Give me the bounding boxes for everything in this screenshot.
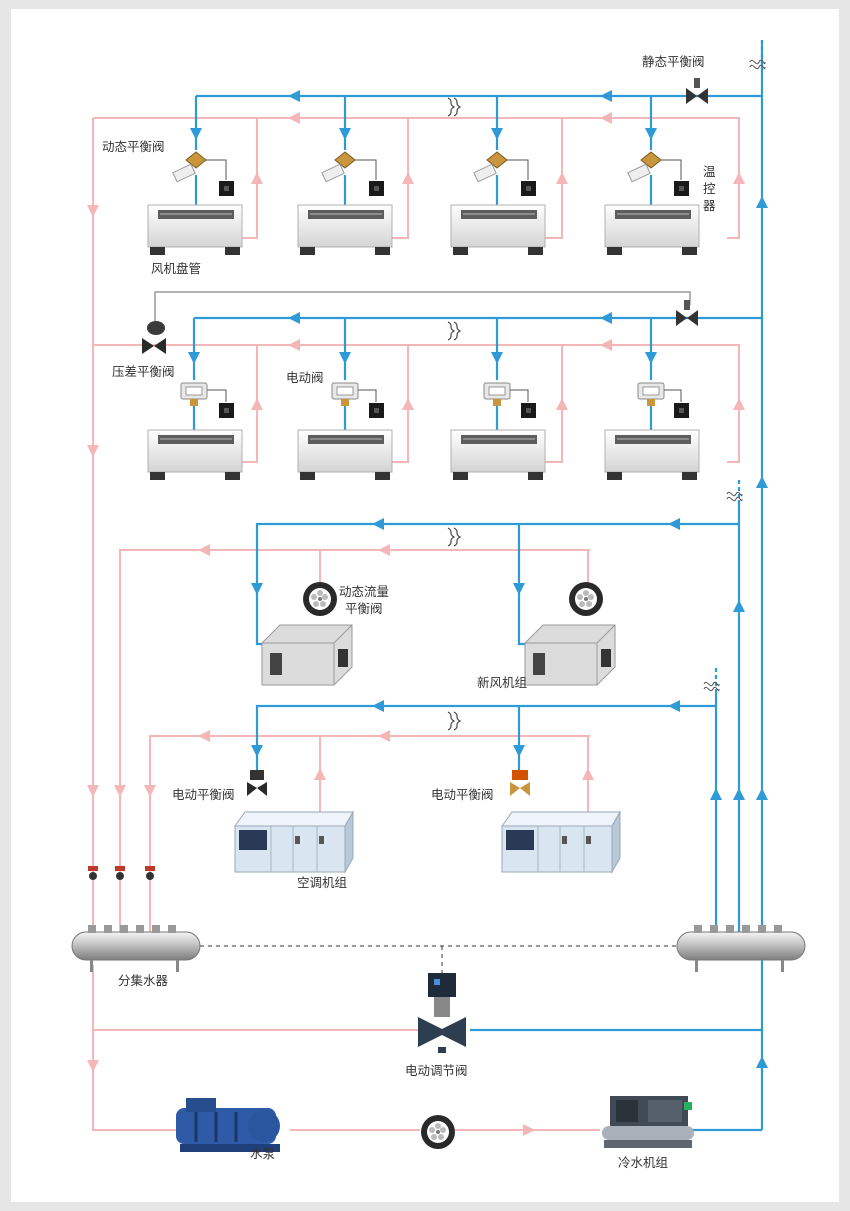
fresh-air-section (261, 582, 616, 686)
dynamic-flow-valve-icon (303, 582, 337, 616)
motor-valve-icon (637, 382, 665, 407)
motor-balance-valve-icon (510, 770, 530, 796)
fan-coil-row-2 (147, 382, 700, 481)
label-diff-pressure-valve: 压差平衡阀 (112, 364, 175, 379)
supply-arrows (188, 90, 768, 1068)
label-dyn-flow-valve-line2: 平衡阀 (345, 601, 383, 616)
thermostat-icon (219, 181, 234, 196)
dynamic-balance-valve-icon (321, 151, 356, 183)
flow-valve-icon (421, 1115, 455, 1149)
label-dynamic-balance-valve: 动态平衡阀 (102, 139, 165, 154)
fan-coil-icon (297, 204, 393, 256)
dynamic-balance-valve-icon (627, 151, 662, 183)
label-thermostat-2: 控 (703, 181, 716, 196)
fan-coil-icon (604, 204, 700, 256)
diagram-sheet: 静态平衡阀 动态平衡阀 温 控 器 风机盘管 压差平衡阀 电动阀 动态流量 平衡… (11, 9, 839, 1202)
label-fresh-air-unit: 新风机组 (477, 675, 527, 690)
chiller-icon (602, 1096, 694, 1148)
label-motor-regulating-valve: 电动调节阀 (405, 1063, 468, 1078)
break-mark-icon (447, 711, 461, 731)
motor-regulating-valve-icon (418, 973, 466, 1053)
thermostat-icon (521, 403, 536, 418)
dynamic-balance-valve-icon (473, 151, 508, 183)
thermostat-icon (674, 181, 689, 196)
fresh-air-unit-icon (524, 624, 616, 686)
label-manifold: 分集水器 (118, 973, 169, 988)
thermostat-icon (219, 403, 234, 418)
thermostat-icon (369, 403, 384, 418)
fan-coil-icon (147, 429, 243, 481)
label-motor-balance-valve-right: 电动平衡阀 (431, 787, 494, 802)
fan-coil-icon (147, 204, 243, 256)
fan-coil-row-1 (147, 151, 700, 256)
thermostat-icon (521, 181, 536, 196)
thermostat-icon (674, 403, 689, 418)
break-mark-icon (447, 527, 461, 547)
ahu-icon (234, 811, 354, 873)
label-fan-coil: 风机盘管 (151, 261, 201, 276)
label-dyn-flow-valve-line1: 动态流量 (339, 584, 389, 599)
fan-coil-icon (604, 429, 700, 481)
control-line (154, 291, 691, 325)
static-balance-valve-2-icon (676, 300, 698, 326)
label-chiller: 冷水机组 (618, 1155, 668, 1170)
label-ahu: 空调机组 (297, 875, 347, 890)
label-static-balance-valve: 静态平衡阀 (642, 54, 705, 69)
motor-valve-icon (331, 382, 359, 407)
motor-balance-valve-icon (247, 770, 267, 796)
label-pump: 水泵 (250, 1146, 275, 1161)
fan-coil-icon (450, 429, 546, 481)
fan-coil-icon (297, 429, 393, 481)
diff-pressure-valve-icon (142, 321, 166, 354)
label-motor-valve: 电动阀 (286, 370, 324, 385)
label-motor-balance-valve-left: 电动平衡阀 (172, 787, 235, 802)
label-thermostat-1: 温 (703, 164, 716, 179)
fresh-air-unit-icon (261, 624, 353, 686)
supply-pipes (192, 40, 764, 1132)
supply-manifold-icon (676, 925, 806, 973)
ahu-icon (501, 811, 621, 873)
pump-icon (176, 1098, 280, 1152)
manifold-valve-icon (88, 866, 98, 880)
break-mark-icon (447, 97, 461, 117)
return-arrows (87, 112, 745, 1136)
manifold-valve-icon (145, 866, 155, 880)
fan-coil-icon (450, 204, 546, 256)
label-thermostat-3: 器 (703, 198, 716, 213)
dynamic-flow-valve-icon (569, 582, 603, 616)
manifold-valve-icon (115, 866, 125, 880)
return-manifold-icon (71, 925, 201, 973)
static-balance-valve-icon (686, 78, 708, 104)
ahu-section (234, 770, 621, 873)
motor-valve-icon (180, 382, 208, 407)
hvac-diagram: 静态平衡阀 动态平衡阀 温 控 器 风机盘管 压差平衡阀 电动阀 动态流量 平衡… (71, 40, 806, 1170)
thermostat-icon (369, 181, 384, 196)
break-mark-icon (447, 321, 461, 341)
motor-valve-icon (483, 382, 511, 407)
dynamic-balance-valve-icon (172, 151, 207, 183)
return-pipes (92, 117, 740, 1131)
